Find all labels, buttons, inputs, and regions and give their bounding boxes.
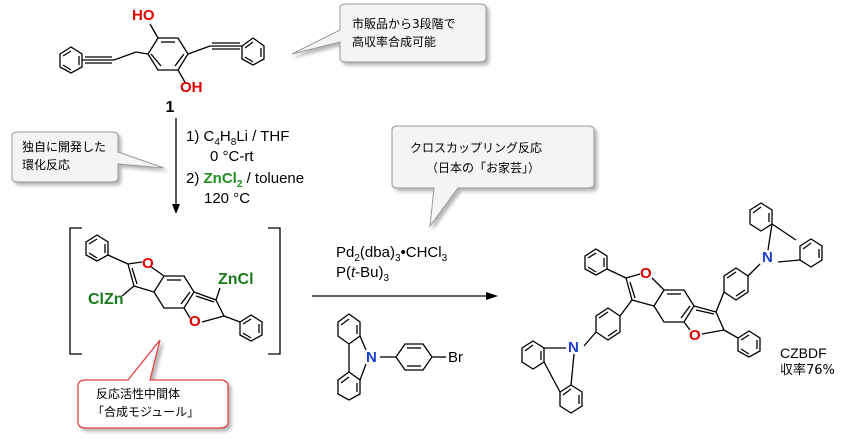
step1-sub-8: 8: [230, 137, 237, 148]
step2-bu: -Bu): [355, 264, 384, 281]
reagent-n: N: [366, 349, 377, 366]
product-name: CZBDF: [780, 345, 827, 361]
step1-solvent: / toluene: [242, 170, 305, 187]
step1-zncl2: ZnCl: [203, 170, 237, 187]
compound-1-oh: OH: [180, 79, 203, 96]
reaction-arrow-2: [312, 292, 498, 300]
callout-module-line2: 「合成モジュール」: [92, 405, 200, 419]
product-n-bottom: N: [568, 339, 579, 356]
step2-sub-3b: 3: [441, 253, 448, 264]
step1-reagent-rest: Li / THF: [236, 128, 290, 145]
step2-sub-3a: 3: [394, 253, 401, 264]
intermediate-structure: [85, 234, 263, 342]
step2-sub-2: 2: [354, 253, 360, 264]
intermediate-zncl-left: ClZn: [88, 291, 124, 308]
step2-t: t: [351, 264, 356, 281]
step1-line3: 2) ZnCl2 / toluene: [186, 170, 304, 194]
intermediate-o-top: O: [142, 255, 154, 272]
product-o-top: O: [640, 265, 652, 282]
step2-dba: (dba): [359, 244, 395, 261]
reagent-structure: [337, 313, 446, 401]
reaction-arrow-1: [172, 118, 180, 214]
product-yield: 収率76%: [780, 363, 835, 378]
compound-1-structure: [59, 23, 265, 85]
intermediate-zncl-right: ZnCl: [218, 271, 254, 288]
callout-coupling-line2: （日本の「お家芸」）: [426, 161, 541, 175]
step2-line2: P(t-Bu)3: [336, 264, 389, 288]
step2-line1: Pd2(dba)3•CHCl3: [336, 244, 447, 268]
callout-left: [11, 131, 165, 183]
callout-left-line2: 環化反応: [22, 158, 71, 172]
compound-1-label: 1: [166, 99, 175, 116]
callout-coupling: [391, 125, 595, 228]
callout-top: [291, 3, 487, 63]
step1-reagent-c: C: [203, 128, 215, 145]
step1-num2: 2): [186, 170, 200, 187]
callout-coupling-line1: クロスカップリング反応: [410, 141, 543, 155]
intermediate-brackets: [69, 227, 281, 355]
step1-line1: 1) C4H8Li / THF: [186, 128, 289, 152]
step1-line4: 120 °C: [204, 190, 251, 207]
callout-left-line1: 独自に開発した: [22, 140, 107, 154]
step2-chcl: •CHCl: [400, 244, 442, 261]
step2-p: P(: [336, 264, 351, 281]
step1-zncl2-sub: 2: [236, 179, 243, 190]
step1-line2: 0 °C-rt: [210, 148, 254, 165]
reagent-br: Br: [448, 349, 463, 366]
callout-module: [77, 339, 229, 429]
callout-top-line1: 市販品から3段階で: [352, 17, 456, 31]
step2-sub-3c: 3: [383, 273, 390, 284]
product-n-top: N: [762, 249, 773, 266]
step1-sub-4: 4: [214, 137, 220, 148]
callout-top-line2: 高収率合成可能: [352, 35, 437, 49]
product-o-bottom: O: [689, 327, 701, 344]
callout-module-line1: 反応活性中間体: [96, 387, 181, 401]
product-structure: [521, 202, 823, 414]
step1-num1: 1): [186, 128, 200, 145]
intermediate-o-bottom: O: [189, 313, 201, 330]
step2-pd: Pd: [336, 244, 355, 261]
compound-1-ho: HO: [132, 7, 155, 24]
step1-reagent-h: H: [219, 128, 231, 145]
